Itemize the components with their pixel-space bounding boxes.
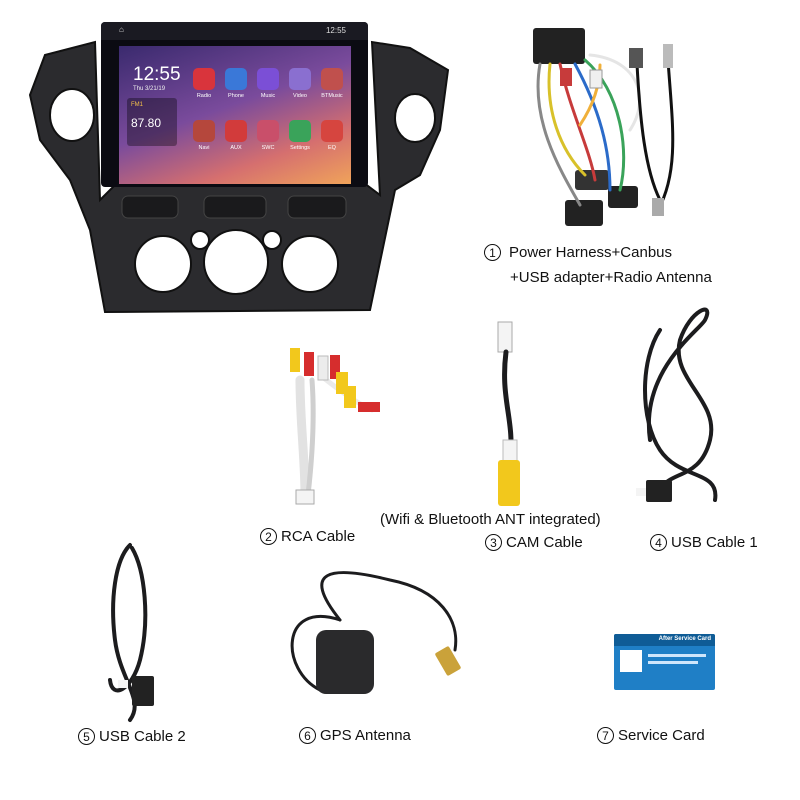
item-label: USB Cable 1	[671, 534, 758, 551]
radio-icon[interactable]	[193, 68, 215, 90]
app-label: Radio	[196, 93, 212, 99]
item-label: GPS Antenna	[320, 727, 411, 744]
caption-item-3: 3 CAM Cable	[485, 534, 583, 551]
app-label: Phone	[228, 93, 244, 99]
radio-frequency: 87.80	[131, 116, 162, 130]
status-bar: ⌂ 12:55	[101, 22, 368, 40]
item-number: 5	[78, 728, 95, 745]
app-label: SWC	[261, 145, 275, 151]
item-label: CAM Cable	[506, 534, 583, 551]
usb-cable-1	[636, 307, 718, 502]
app-label: BTMusic	[321, 93, 343, 99]
item-number: 6	[299, 727, 316, 744]
phone-icon[interactable]	[225, 68, 247, 90]
dash-panel	[28, 40, 450, 314]
service-card: After Service Card	[614, 634, 715, 690]
clock-widget: 12:55	[133, 64, 181, 85]
home-screen: 12:55 Thu 3/21/19 FM1 87.80 Radio Phone Mu…	[119, 46, 351, 184]
service-card-title: After Service Card	[658, 636, 711, 642]
item-label: +USB adapter+Radio Antenna	[510, 269, 712, 286]
app-label: Navi	[198, 145, 210, 151]
cam-cable-note: (Wifi & Bluetooth ANT integrated)	[380, 511, 601, 528]
item-number: 2	[260, 528, 277, 545]
item-note: (Wifi & Bluetooth ANT integrated)	[380, 511, 601, 528]
app-label: Music	[260, 93, 276, 99]
app-label: Settings	[290, 145, 310, 151]
app-label: EQ	[328, 145, 336, 151]
caption-item-7: 7 Service Card	[597, 727, 705, 744]
item-number: 1	[484, 244, 501, 261]
caption-item-5: 5 USB Cable 2	[78, 728, 186, 745]
item-label: RCA Cable	[281, 528, 356, 545]
eq-icon[interactable]	[321, 120, 343, 142]
radio-band: FM1	[131, 102, 143, 108]
navi-icon[interactable]	[193, 120, 215, 142]
caption-item-1: 1 Power Harness+Canbus	[484, 244, 672, 261]
cam-cable	[497, 321, 520, 506]
gps-antenna	[290, 571, 461, 694]
caption-item-4: 4 USB Cable 1	[650, 534, 758, 551]
status-time: 12:55	[325, 26, 346, 35]
bt-music-icon[interactable]	[321, 68, 343, 90]
item-number: 4	[650, 534, 667, 551]
item-number: 7	[597, 727, 614, 744]
caption-item-1-line2: +USB adapter+Radio Antenna	[510, 269, 712, 286]
home-icon[interactable]: ⌂	[119, 25, 124, 34]
item-label: Service Card	[618, 727, 705, 744]
item-label: USB Cable 2	[99, 728, 186, 745]
date-label: Thu 3/21/19	[133, 86, 166, 92]
caption-item-2: 2 RCA Cable	[260, 528, 355, 545]
radio-widget[interactable]: FM1 87.80	[127, 98, 177, 146]
app-label: AUX	[230, 145, 242, 151]
aux-icon[interactable]	[225, 120, 247, 142]
usb-cable-2	[108, 543, 154, 722]
app-label: Video	[293, 93, 307, 99]
music-icon[interactable]	[257, 68, 279, 90]
steering-icon[interactable]	[257, 120, 279, 142]
caption-item-6: 6 GPS Antenna	[299, 727, 411, 744]
qr-code-icon	[620, 650, 642, 672]
video-icon[interactable]	[289, 68, 311, 90]
rca-cable	[290, 348, 380, 505]
item-number: 3	[485, 534, 502, 551]
item-label: Power Harness+Canbus	[509, 244, 673, 261]
power-harness	[533, 28, 675, 226]
head-unit-screen[interactable]: ⌂ 12:55 12:55 Thu 3/21/19 FM1 87.80 Radi…	[101, 22, 368, 187]
settings-icon[interactable]	[289, 120, 311, 142]
